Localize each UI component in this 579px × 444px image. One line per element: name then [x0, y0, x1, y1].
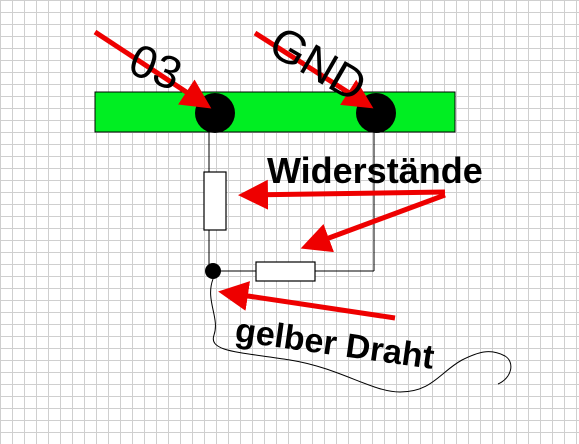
arrow-resistor-horizontal [300, 192, 446, 253]
resistor-vertical [203, 171, 227, 231]
label-03: 03 [122, 33, 189, 100]
arrow-gnd [253, 30, 374, 109]
label-resistors: Widerstände [267, 150, 483, 191]
arrow-yellow-wire [218, 281, 396, 321]
yellow-wire [210, 278, 512, 393]
arrow-resistor-vertical [238, 179, 446, 210]
green-board [94, 91, 456, 133]
label-yellow-wire: gelber Draht [233, 311, 437, 377]
resistor-horizontal [255, 261, 316, 282]
arrow-03 [93, 29, 212, 109]
